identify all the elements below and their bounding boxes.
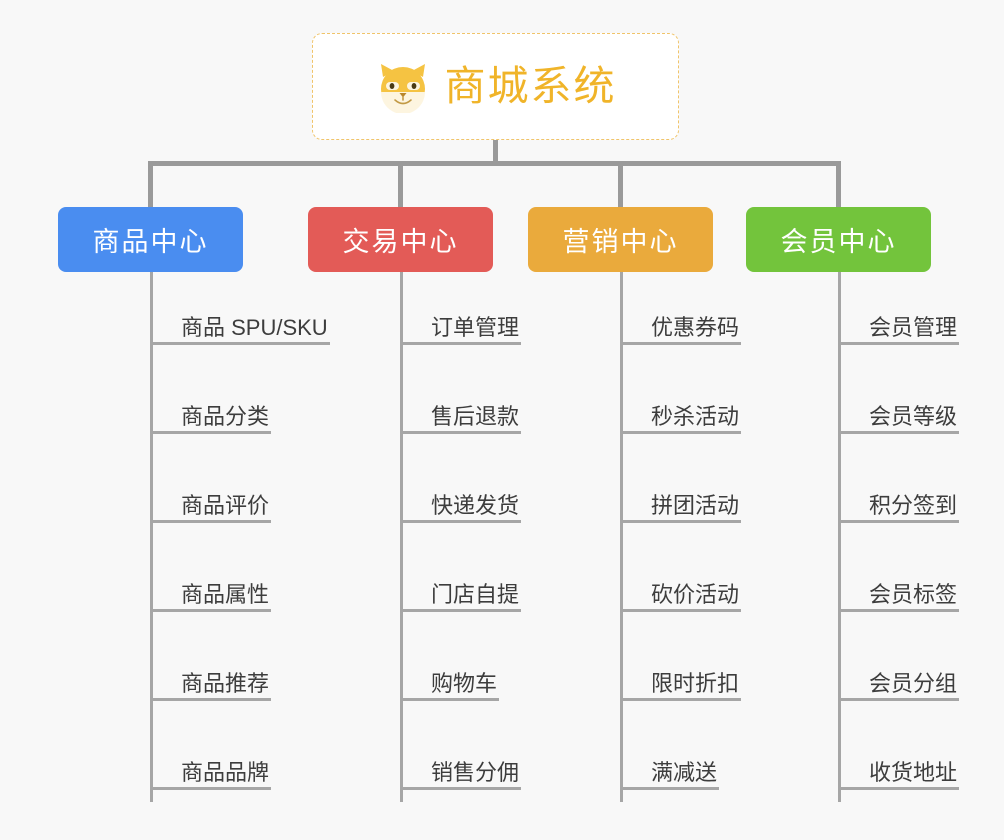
leaf-label: 优惠券码 bbox=[651, 315, 740, 340]
leaf-underline bbox=[620, 342, 741, 345]
leaf-underline bbox=[400, 520, 521, 523]
category-header-product-center[interactable]: 商品中心 bbox=[58, 207, 243, 272]
leaf-label: 销售分佣 bbox=[431, 760, 520, 785]
leaf-label: 限时折扣 bbox=[651, 671, 740, 696]
leaf-underline bbox=[150, 431, 271, 434]
leaf-label: 积分签到 bbox=[869, 493, 958, 518]
leaf-underline bbox=[150, 787, 271, 790]
leaf-underline bbox=[400, 609, 521, 612]
leaf-label: 售后退款 bbox=[431, 404, 520, 429]
leaf-underline bbox=[400, 698, 499, 701]
category-label: 商品中心 bbox=[92, 227, 209, 257]
category-label: 营销中心 bbox=[562, 227, 679, 257]
leaf-underline bbox=[620, 431, 741, 434]
category-label: 交易中心 bbox=[342, 227, 459, 257]
root-node[interactable]: 商城系统 bbox=[312, 33, 679, 140]
branch-spine bbox=[150, 272, 153, 802]
shiba-dog-face-icon bbox=[375, 61, 431, 113]
connector-horizontal-bus bbox=[148, 161, 841, 166]
leaf-underline bbox=[620, 520, 741, 523]
branch-spine bbox=[400, 272, 403, 802]
leaf-label: 商品品牌 bbox=[181, 760, 270, 785]
leaf-label: 商品评价 bbox=[181, 493, 270, 518]
leaf-underline bbox=[838, 609, 959, 612]
leaf-label: 商品分类 bbox=[181, 404, 270, 429]
leaf-label: 砍价活动 bbox=[651, 582, 740, 607]
leaf-underline bbox=[620, 609, 741, 612]
leaf-label: 拼团活动 bbox=[651, 493, 740, 518]
leaf-label: 会员等级 bbox=[869, 404, 958, 429]
leaf-label: 会员管理 bbox=[869, 315, 958, 340]
connector-drop-trade-center bbox=[398, 161, 403, 208]
leaf-underline bbox=[838, 431, 959, 434]
connector-drop-product-center bbox=[148, 161, 153, 208]
branch-spine bbox=[838, 272, 841, 802]
leaf-underline bbox=[838, 342, 959, 345]
leaf-label: 商品属性 bbox=[181, 582, 270, 607]
leaf-underline bbox=[400, 342, 521, 345]
leaf-underline bbox=[150, 342, 330, 345]
leaf-label: 快递发货 bbox=[431, 493, 520, 518]
leaf-underline bbox=[150, 520, 271, 523]
category-header-marketing-center[interactable]: 营销中心 bbox=[528, 207, 713, 272]
connector-drop-member-center bbox=[836, 161, 841, 208]
leaf-underline bbox=[400, 431, 521, 434]
leaf-underline bbox=[620, 698, 741, 701]
leaf-label: 秒杀活动 bbox=[651, 404, 740, 429]
category-header-trade-center[interactable]: 交易中心 bbox=[308, 207, 493, 272]
leaf-underline bbox=[838, 698, 959, 701]
connector-drop-marketing-center bbox=[618, 161, 623, 208]
leaf-label: 门店自提 bbox=[431, 582, 520, 607]
leaf-label: 购物车 bbox=[431, 671, 498, 696]
leaf-underline bbox=[150, 698, 271, 701]
leaf-underline bbox=[400, 787, 521, 790]
leaf-underline bbox=[150, 609, 271, 612]
connector-root-stem bbox=[493, 140, 498, 165]
branch-spine bbox=[620, 272, 623, 802]
leaf-underline bbox=[620, 787, 719, 790]
category-header-member-center[interactable]: 会员中心 bbox=[746, 207, 931, 272]
leaf-underline bbox=[838, 787, 959, 790]
leaf-underline bbox=[838, 520, 959, 523]
root-title: 商城系统 bbox=[444, 63, 617, 109]
leaf-label: 订单管理 bbox=[431, 315, 520, 340]
category-label: 会员中心 bbox=[780, 227, 897, 257]
leaf-label: 会员分组 bbox=[869, 671, 958, 696]
leaf-label: 会员标签 bbox=[869, 582, 958, 607]
leaf-label: 商品 SPU/SKU bbox=[181, 315, 328, 340]
leaf-label: 满减送 bbox=[651, 760, 718, 785]
leaf-label: 商品推荐 bbox=[181, 671, 270, 696]
leaf-label: 收货地址 bbox=[869, 760, 958, 785]
